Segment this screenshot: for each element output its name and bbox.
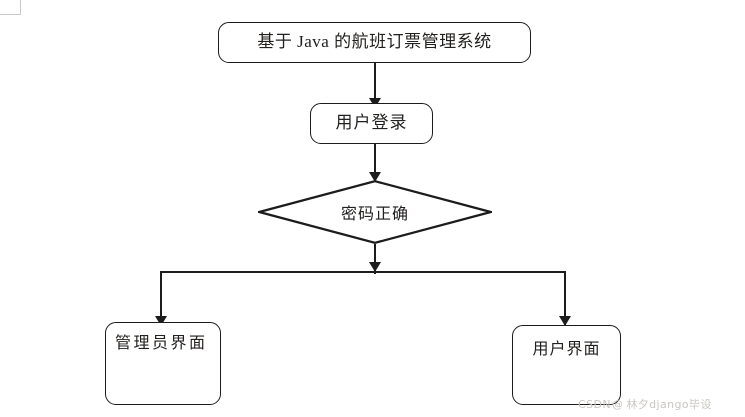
edge-split-bar [160,271,566,273]
flow-node-user-interface: 用户界面 [512,325,621,405]
edge-login-to-decision-arrow-icon [369,172,381,182]
diamond-shape-icon [258,180,492,244]
watermark-at-symbol: @ [611,398,624,411]
edge-title-to-login-line [374,63,376,106]
flow-node-decision-label: 密码正确 [340,206,409,223]
edge-decision-to-split-arrow-icon [369,262,381,272]
flow-node-login: 用户登录 [310,103,433,144]
flow-node-title: 基于 Java 的航班订票管理系统 [218,22,531,63]
watermark-brand: CSDN [578,398,611,411]
flow-node-admin-interface-label: 管理员界面 [115,335,208,352]
flow-node-login-label: 用户登录 [335,113,408,133]
watermark-author: 林夕django毕设 [626,398,712,411]
flow-node-user-interface-label: 用户界面 [532,341,601,358]
csdn-watermark: CSDN@林夕django毕设 [578,396,712,412]
edge-to-user-arrow-icon [559,316,571,326]
edge-to-admin-arrow-icon [155,316,167,326]
corner-frame-artifact [0,0,21,15]
flow-node-title-label: 基于 Java 的航班订票管理系统 [257,32,492,52]
edge-to-admin-line [160,271,162,328]
edge-login-to-decision-line [374,144,376,184]
flow-node-admin-interface: 管理员界面 [105,322,221,405]
edge-decision-to-split-line [374,244,376,274]
flow-node-decision: 密码正确 [258,180,492,244]
edge-to-user-line [564,271,566,328]
